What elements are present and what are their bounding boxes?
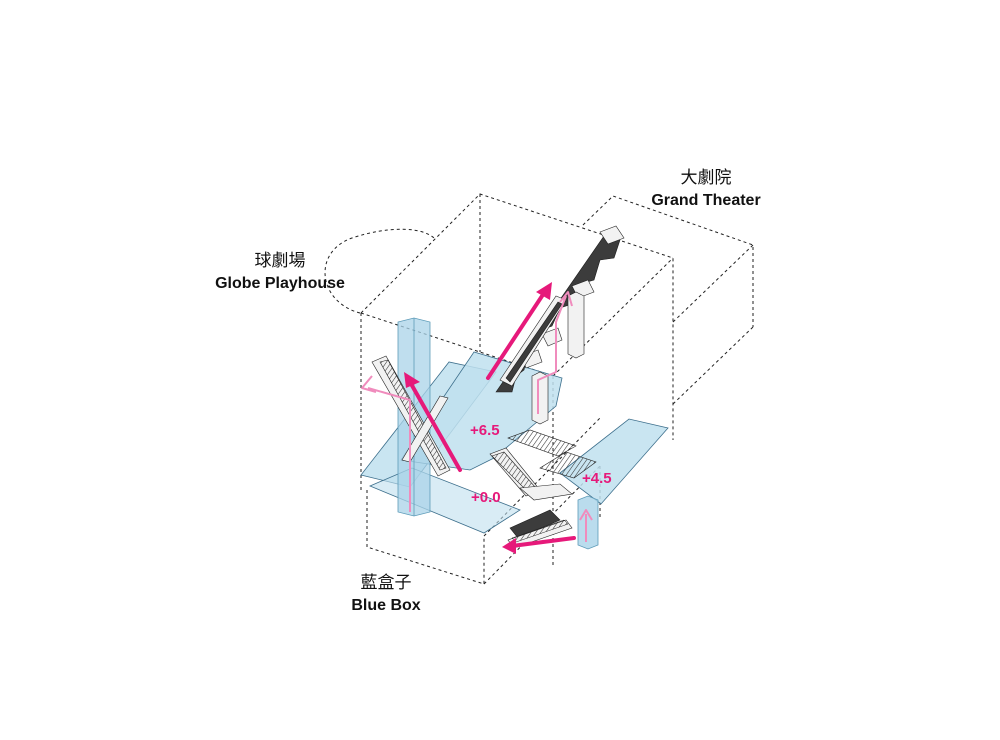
escalator-grand	[499, 295, 567, 387]
blue-box-label-zh: 藍盒子	[361, 573, 412, 593]
arrow-middle-lift	[579, 509, 593, 542]
arrow-ground-exit	[502, 536, 576, 554]
globe-playhouse-volume	[324, 228, 437, 314]
middle-floor-plate	[559, 418, 669, 505]
grand-theater-stair	[495, 225, 625, 425]
grand-theater-volume	[582, 195, 754, 405]
blue-box-label-en: Blue Box	[351, 597, 420, 614]
level-label-middle: +4.5	[582, 470, 612, 487]
globe-playhouse-label-en: Globe Playhouse	[215, 275, 345, 292]
level-label-ground: +0.0	[471, 489, 501, 506]
grand-theater-label-en: Grand Theater	[651, 192, 760, 209]
grand-theater-label-zh: 大劇院	[681, 168, 732, 188]
arrow-grand-ascent	[486, 282, 552, 380]
grand-elevator-core	[531, 291, 585, 425]
arrow-globe-route	[361, 375, 411, 512]
central-stairs	[489, 429, 597, 501]
arrow-globe-ascent	[404, 372, 462, 472]
globe-playhouse-label-zh: 球劇場	[255, 251, 306, 271]
level-label-upper: +6.5	[470, 422, 500, 439]
middle-elevator-shaft	[577, 495, 599, 550]
arrow-grand-route	[537, 291, 573, 414]
